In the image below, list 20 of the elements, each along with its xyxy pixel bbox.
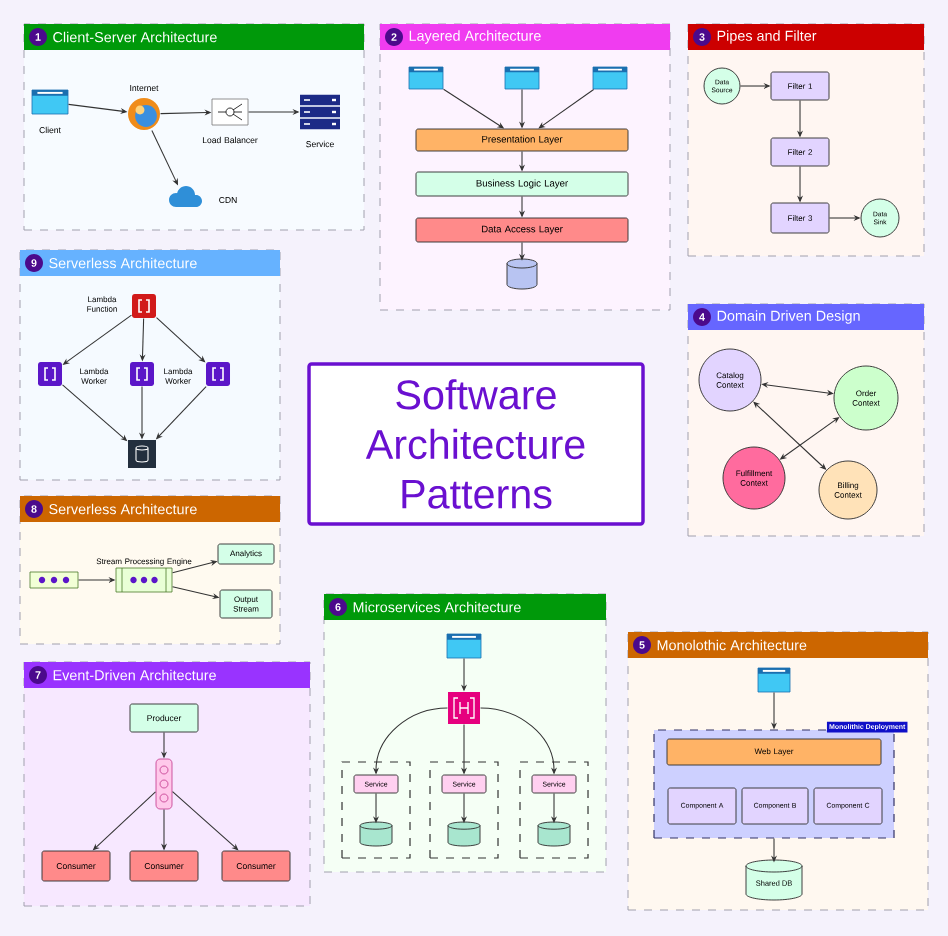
event-stream-icon <box>29 571 79 589</box>
service-group <box>429 761 499 859</box>
service-group <box>519 761 589 859</box>
queue-icon <box>155 758 173 810</box>
browser-window-icon <box>408 66 444 90</box>
worker-icon <box>206 362 230 386</box>
browser-window-icon <box>446 633 482 659</box>
gateway-icon <box>448 692 480 724</box>
arrow <box>172 791 239 851</box>
database-cylinder <box>447 821 481 847</box>
service-group <box>341 761 411 859</box>
browser-window-icon <box>757 667 791 693</box>
database-cylinder <box>506 258 538 290</box>
database-cylinder <box>359 821 393 847</box>
browser-window-icon <box>592 66 628 90</box>
arrow <box>538 89 595 129</box>
title-box: Software Architecture Patterns <box>307 362 645 526</box>
database-icon <box>128 440 156 468</box>
browser-window-icon <box>504 66 540 90</box>
database-cylinder <box>537 821 571 847</box>
